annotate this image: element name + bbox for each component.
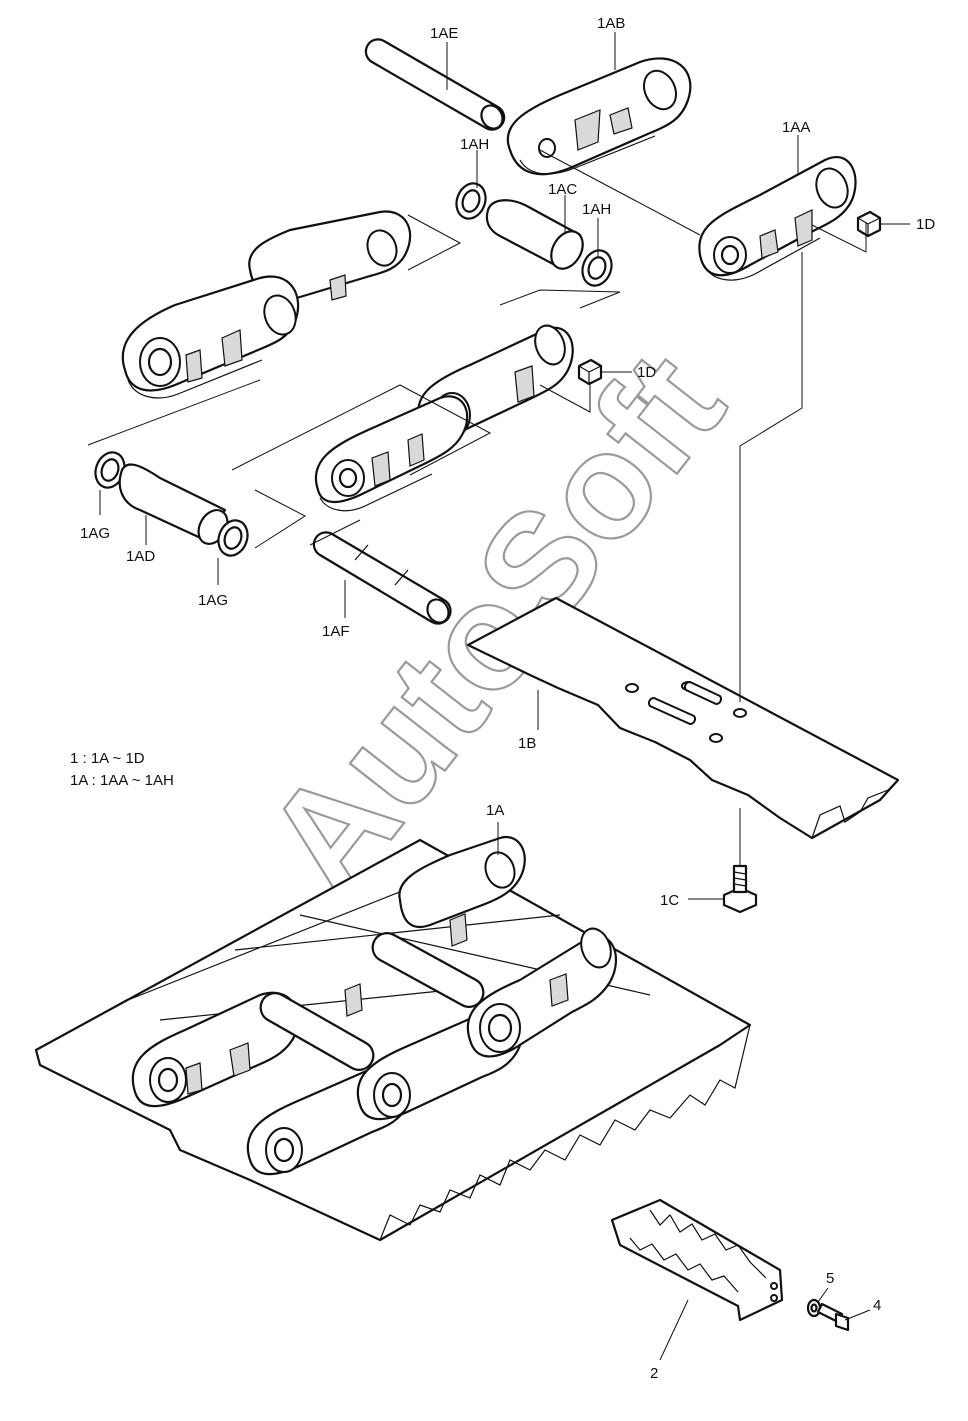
label-1c: 1C [660, 892, 679, 909]
leader-lines [87, 32, 910, 1361]
guard-2 [610, 1198, 784, 1322]
label-1ad: 1AD [126, 548, 155, 565]
track-assembly-1a [34, 835, 752, 1242]
note-line-1: 1 : 1A ~ 1D [70, 750, 145, 767]
label-5: 5 [826, 1270, 834, 1287]
bolt-4 [816, 1302, 850, 1332]
label-1ah-top: 1AH [460, 136, 489, 153]
label-1d-mid: 1D [637, 364, 656, 381]
link-assembly-middle [314, 324, 574, 512]
bush-1ah-mid [581, 249, 613, 287]
label-4: 4 [873, 1297, 881, 1314]
label-1a: 1A [486, 802, 504, 819]
label-1ae: 1AE [430, 25, 458, 42]
assembly-notes: 1 : 1A ~ 1D 1A : 1AA ~ 1AH [70, 750, 174, 789]
washer-5 [806, 1298, 822, 1318]
label-1aa: 1AA [782, 119, 810, 136]
label-2: 2 [650, 1365, 658, 1382]
nut-1d-right [856, 210, 882, 238]
label-1ab: 1AB [597, 15, 625, 32]
nut-1d-mid [577, 358, 603, 386]
label-1ag-left: 1AG [80, 525, 110, 542]
bush-1ah-top [455, 182, 487, 220]
bush-set-1ad [94, 451, 249, 557]
label-1ah-mid: 1AH [582, 201, 611, 218]
link-1ab [506, 57, 692, 176]
label-1af: 1AF [322, 623, 350, 640]
link-assembly-upper [121, 210, 412, 399]
shoe-plate-1b [466, 596, 900, 840]
label-1ac: 1AC [548, 181, 577, 198]
note-line-2: 1A : 1AA ~ 1AH [70, 772, 174, 789]
label-1ag-bottom: 1AG [198, 592, 228, 609]
callout-labels: 1AE 1AB 1AH 1AC 1AH 1AA 1D 1D 1AG 1AD 1A… [80, 15, 935, 1382]
bush-1ac [485, 199, 584, 270]
label-1b: 1B [518, 735, 536, 752]
pin-1ae [364, 38, 506, 131]
label-1d-right: 1D [916, 216, 935, 233]
bolt-1c [722, 864, 758, 914]
link-1aa [698, 156, 857, 281]
pin-1af [312, 531, 452, 625]
